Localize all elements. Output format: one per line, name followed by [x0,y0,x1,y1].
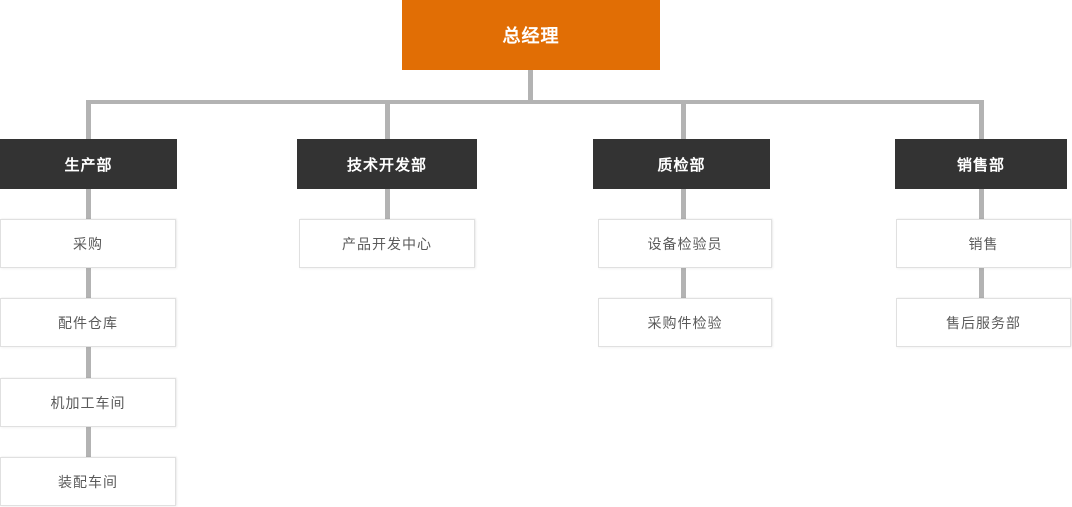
connector-col1-link3 [86,346,91,379]
node-production-dept: 生产部 [0,139,177,189]
connector-drop-sales [979,100,984,139]
node-sales: 销售 [896,219,1071,268]
node-equipment-inspector: 设备检验员 [598,219,772,268]
connector-drop-qc [681,100,686,139]
connector-col2-link1 [385,188,390,220]
node-general-manager: 总经理 [402,0,660,70]
connector-col1-link2 [86,267,91,299]
node-assembly-workshop: 装配车间 [0,457,176,506]
connector-root-drop [528,70,533,104]
node-tech-dev-dept: 技术开发部 [297,139,477,189]
node-purchasing: 采购 [0,219,176,268]
node-sales-dept: 销售部 [895,139,1067,189]
connector-drop-tech [385,100,390,139]
connector-horizontal-rail [86,100,984,104]
connector-col4-link2 [979,267,984,299]
connector-col3-link1 [681,188,686,220]
connector-col4-link1 [979,188,984,220]
connector-col3-link2 [681,267,686,299]
connector-drop-production [86,100,91,139]
node-qc-dept: 质检部 [593,139,770,189]
node-parts-warehouse: 配件仓库 [0,298,176,347]
node-after-sales-service: 售后服务部 [896,298,1071,347]
connector-col1-link4 [86,426,91,458]
node-machining-workshop: 机加工车间 [0,378,176,427]
connector-col1-link1 [86,188,91,220]
node-product-dev-center: 产品开发中心 [299,219,475,268]
node-purchased-parts-inspection: 采购件检验 [598,298,772,347]
